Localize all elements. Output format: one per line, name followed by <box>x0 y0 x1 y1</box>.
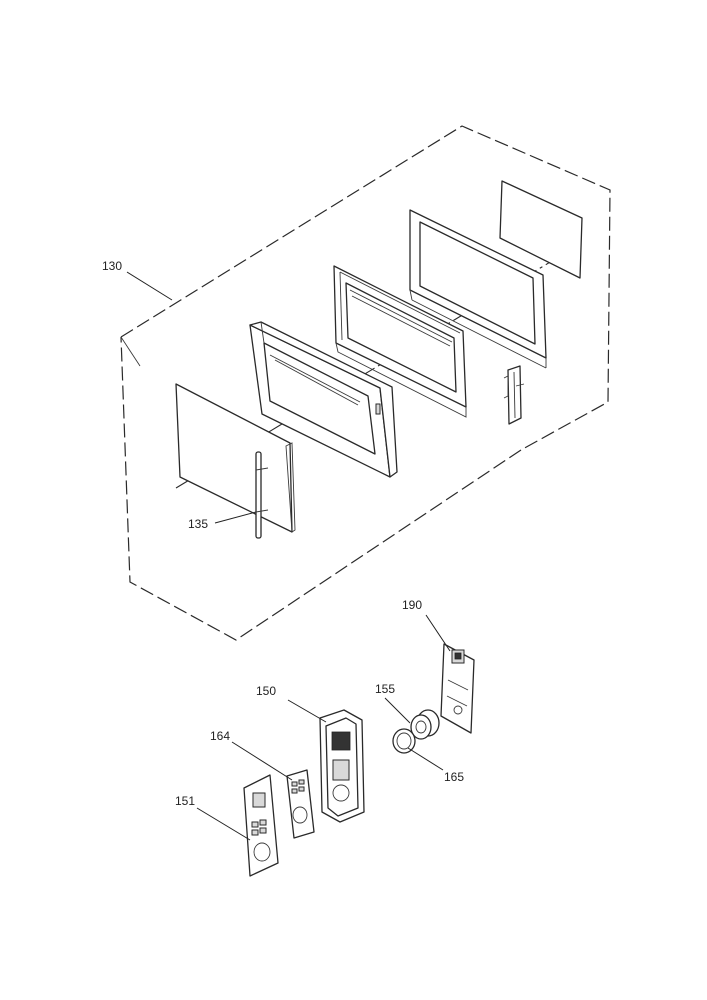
knob-ring <box>392 728 416 754</box>
front-door-frame <box>249 321 398 478</box>
control-board <box>440 643 475 734</box>
label-135: 135 <box>188 517 208 531</box>
door-chassis <box>333 265 467 418</box>
label-165: 165 <box>444 770 464 784</box>
outer-door-panel <box>175 383 296 533</box>
label-190: 190 <box>402 598 422 612</box>
door-hinge-bracket <box>503 365 525 425</box>
inner-door-frame <box>409 209 547 369</box>
label-150: 150 <box>256 684 276 698</box>
rear-glass-sheet <box>499 180 583 279</box>
label-164: 164 <box>210 729 230 743</box>
door-assembly-enclosure <box>120 125 611 641</box>
label-130: 130 <box>102 259 122 273</box>
label-151: 151 <box>175 794 195 808</box>
control-panel-frame <box>319 709 365 823</box>
door-handle <box>255 451 269 539</box>
control-knob <box>410 709 440 740</box>
leader-lines <box>126 271 451 841</box>
control-sheet <box>286 769 315 839</box>
label-155: 155 <box>375 682 395 696</box>
part-number-labels: 130 135 190 155 150 164 151 165 <box>102 259 464 808</box>
control-panel-cover <box>243 774 279 877</box>
